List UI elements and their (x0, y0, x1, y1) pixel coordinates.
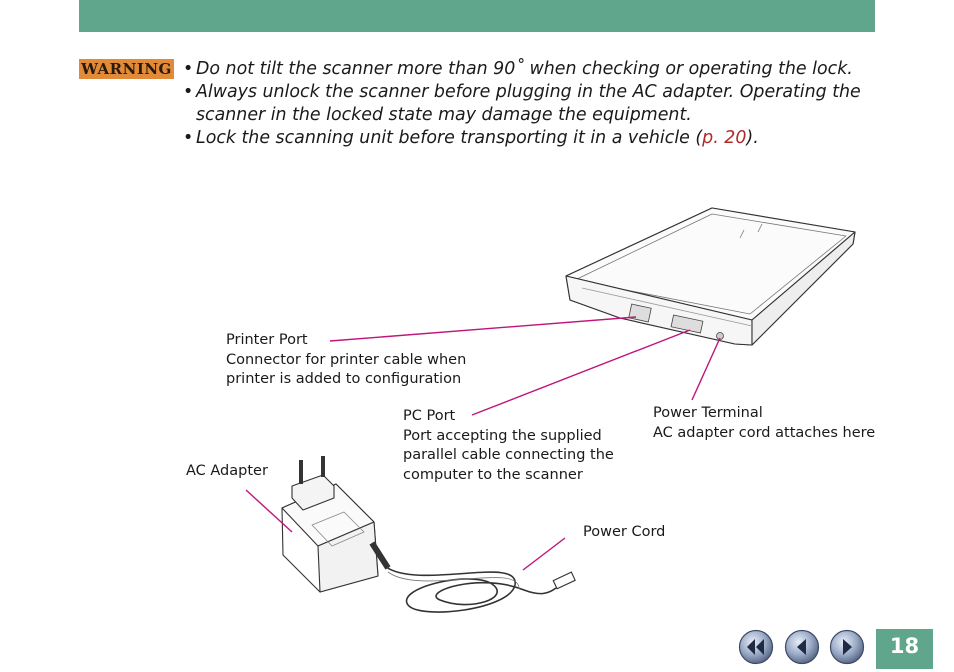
power-cord-label: Power Cord (583, 523, 665, 543)
printer-port-label: Printer Port Connector for printer cable… (226, 331, 466, 390)
warning-text: Do not tilt the scanner more than 90˚ wh… (196, 59, 853, 79)
label-description: Connector for printer cable when (226, 351, 467, 368)
warning-text: Always unlock the scanner before pluggin… (196, 82, 861, 125)
pc-port-label: PC Port Port accepting the supplied para… (403, 407, 614, 485)
scanner-illustration (565, 207, 856, 346)
warning-item: • Always unlock the scanner before plugg… (183, 81, 883, 127)
page-link[interactable]: p. 20 (702, 128, 747, 148)
power-terminal-label: Power Terminal AC adapter cord attaches … (653, 404, 875, 443)
warning-text: Lock the scanning unit before transporti… (196, 128, 703, 148)
label-description: AC adapter cord attaches here (653, 424, 876, 441)
bullet: • (183, 82, 194, 102)
warning-item: • Do not tilt the scanner more than 90˚ … (183, 58, 883, 81)
page-number: 18 (876, 629, 933, 669)
first-page-icon[interactable] (738, 629, 774, 665)
label-title: Power Terminal (653, 405, 763, 421)
label-title: AC Adapter (186, 463, 268, 479)
bullet: • (183, 128, 194, 148)
warning-badge: WARNING (79, 59, 174, 79)
label-description: computer to the scanner (403, 466, 583, 483)
callout-lines (245, 316, 721, 571)
power-cord-illustration (385, 566, 576, 613)
label-title: PC Port (403, 408, 456, 424)
label-title: Printer Port (226, 332, 308, 348)
label-description: Port accepting the supplied (403, 427, 602, 444)
warning-item: • Lock the scanning unit before transpor… (183, 127, 883, 150)
ac-adapter-label: AC Adapter (186, 462, 268, 482)
header-bar (79, 0, 875, 32)
previous-page-icon[interactable] (784, 629, 820, 665)
next-page-icon[interactable] (829, 629, 865, 665)
label-description: parallel cable connecting the (403, 447, 614, 463)
warning-text: ). (746, 128, 759, 148)
warning-list: • Do not tilt the scanner more than 90˚ … (183, 58, 883, 150)
label-description: printer is added to configuration (226, 371, 462, 387)
ac-adapter-illustration (281, 456, 391, 593)
bullet: • (183, 59, 194, 79)
label-title: Power Cord (583, 524, 666, 540)
